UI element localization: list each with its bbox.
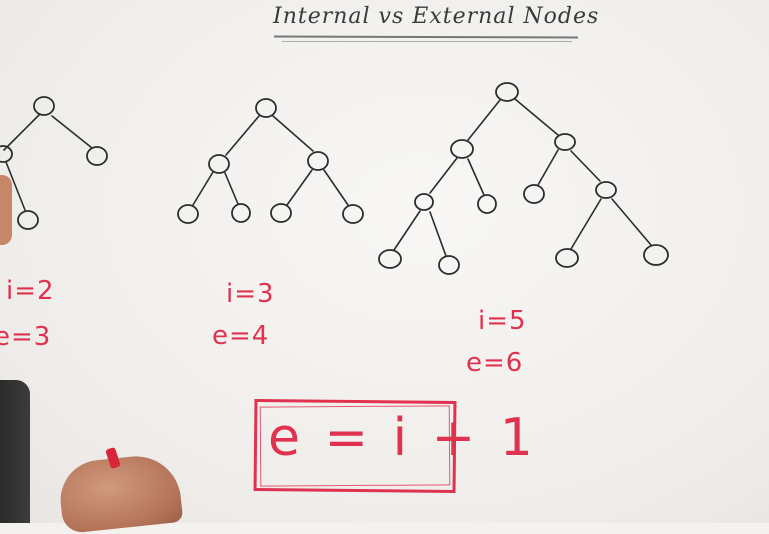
tree-2-edge <box>225 115 260 156</box>
tree-1-node-internal <box>0 145 13 163</box>
tree-3 <box>378 82 669 275</box>
tree-1-edge <box>5 161 26 211</box>
tree-3-edge <box>570 198 602 250</box>
tree-3-node-leaf <box>523 184 545 204</box>
tree-3-edge <box>514 98 559 136</box>
tree-2-edge <box>272 115 314 152</box>
tree-3-node-internal <box>414 193 434 211</box>
tree-2-node-root <box>255 98 277 118</box>
tree-3-node-leaf <box>555 248 579 268</box>
tree-3-external-count: e=6 <box>466 348 524 378</box>
tree-3-node-leaf <box>378 249 402 269</box>
tree-1-node-leaf <box>17 210 39 230</box>
tree-3-edge <box>570 150 601 182</box>
tree-3-node-leaf <box>477 194 497 214</box>
tree-3-edge <box>429 157 458 194</box>
tree-2-node-leaf <box>270 203 292 223</box>
tree-diagrams <box>0 82 669 275</box>
tree-2-node-internal <box>307 151 329 171</box>
tree-2-node-leaf <box>342 204 364 224</box>
tree-1-node-root <box>33 96 55 116</box>
tree-3-edge <box>429 211 447 257</box>
tree-3-node-root <box>495 82 519 102</box>
tree-3-edge <box>467 99 501 141</box>
tree-3-edge <box>393 210 421 251</box>
tree-1-external-count: e=3 <box>0 322 52 352</box>
page-title: Internal vs External Nodes <box>273 4 600 29</box>
tree-3-edge <box>611 198 652 246</box>
tree-2 <box>177 98 364 224</box>
formula: e = i + 1 <box>268 408 537 468</box>
tree-2-node-leaf <box>231 203 251 223</box>
tree-2-edge <box>286 169 313 206</box>
tree-3-node-leaf <box>643 244 669 266</box>
tree-1-edge <box>3 113 41 151</box>
tree-1-edge <box>51 115 93 149</box>
tree-1-internal-count: i=2 <box>6 276 55 306</box>
tree-3-node-internal <box>595 181 617 199</box>
title-underline-second <box>282 41 572 42</box>
presenter-body <box>0 380 30 523</box>
tree-3-edge <box>467 158 485 196</box>
tree-2-node-internal <box>208 154 230 174</box>
presenter-shoulder <box>0 175 12 245</box>
tree-1-node-leaf <box>86 146 108 166</box>
tree-3-internal-count: i=5 <box>478 306 527 336</box>
tree-3-node-internal <box>554 133 576 151</box>
tree-2-internal-count: i=3 <box>226 279 275 309</box>
tree-3-edge <box>537 149 559 186</box>
tree-3-node-leaf <box>438 255 460 275</box>
tree-2-edge <box>224 172 239 205</box>
tree-2-node-leaf <box>177 204 199 224</box>
tree-2-edge <box>323 169 349 206</box>
tree-2-edge <box>192 171 214 206</box>
tree-3-node-internal <box>450 139 474 159</box>
tree-2-external-count: e=4 <box>212 321 270 351</box>
tree-1 <box>0 96 108 230</box>
